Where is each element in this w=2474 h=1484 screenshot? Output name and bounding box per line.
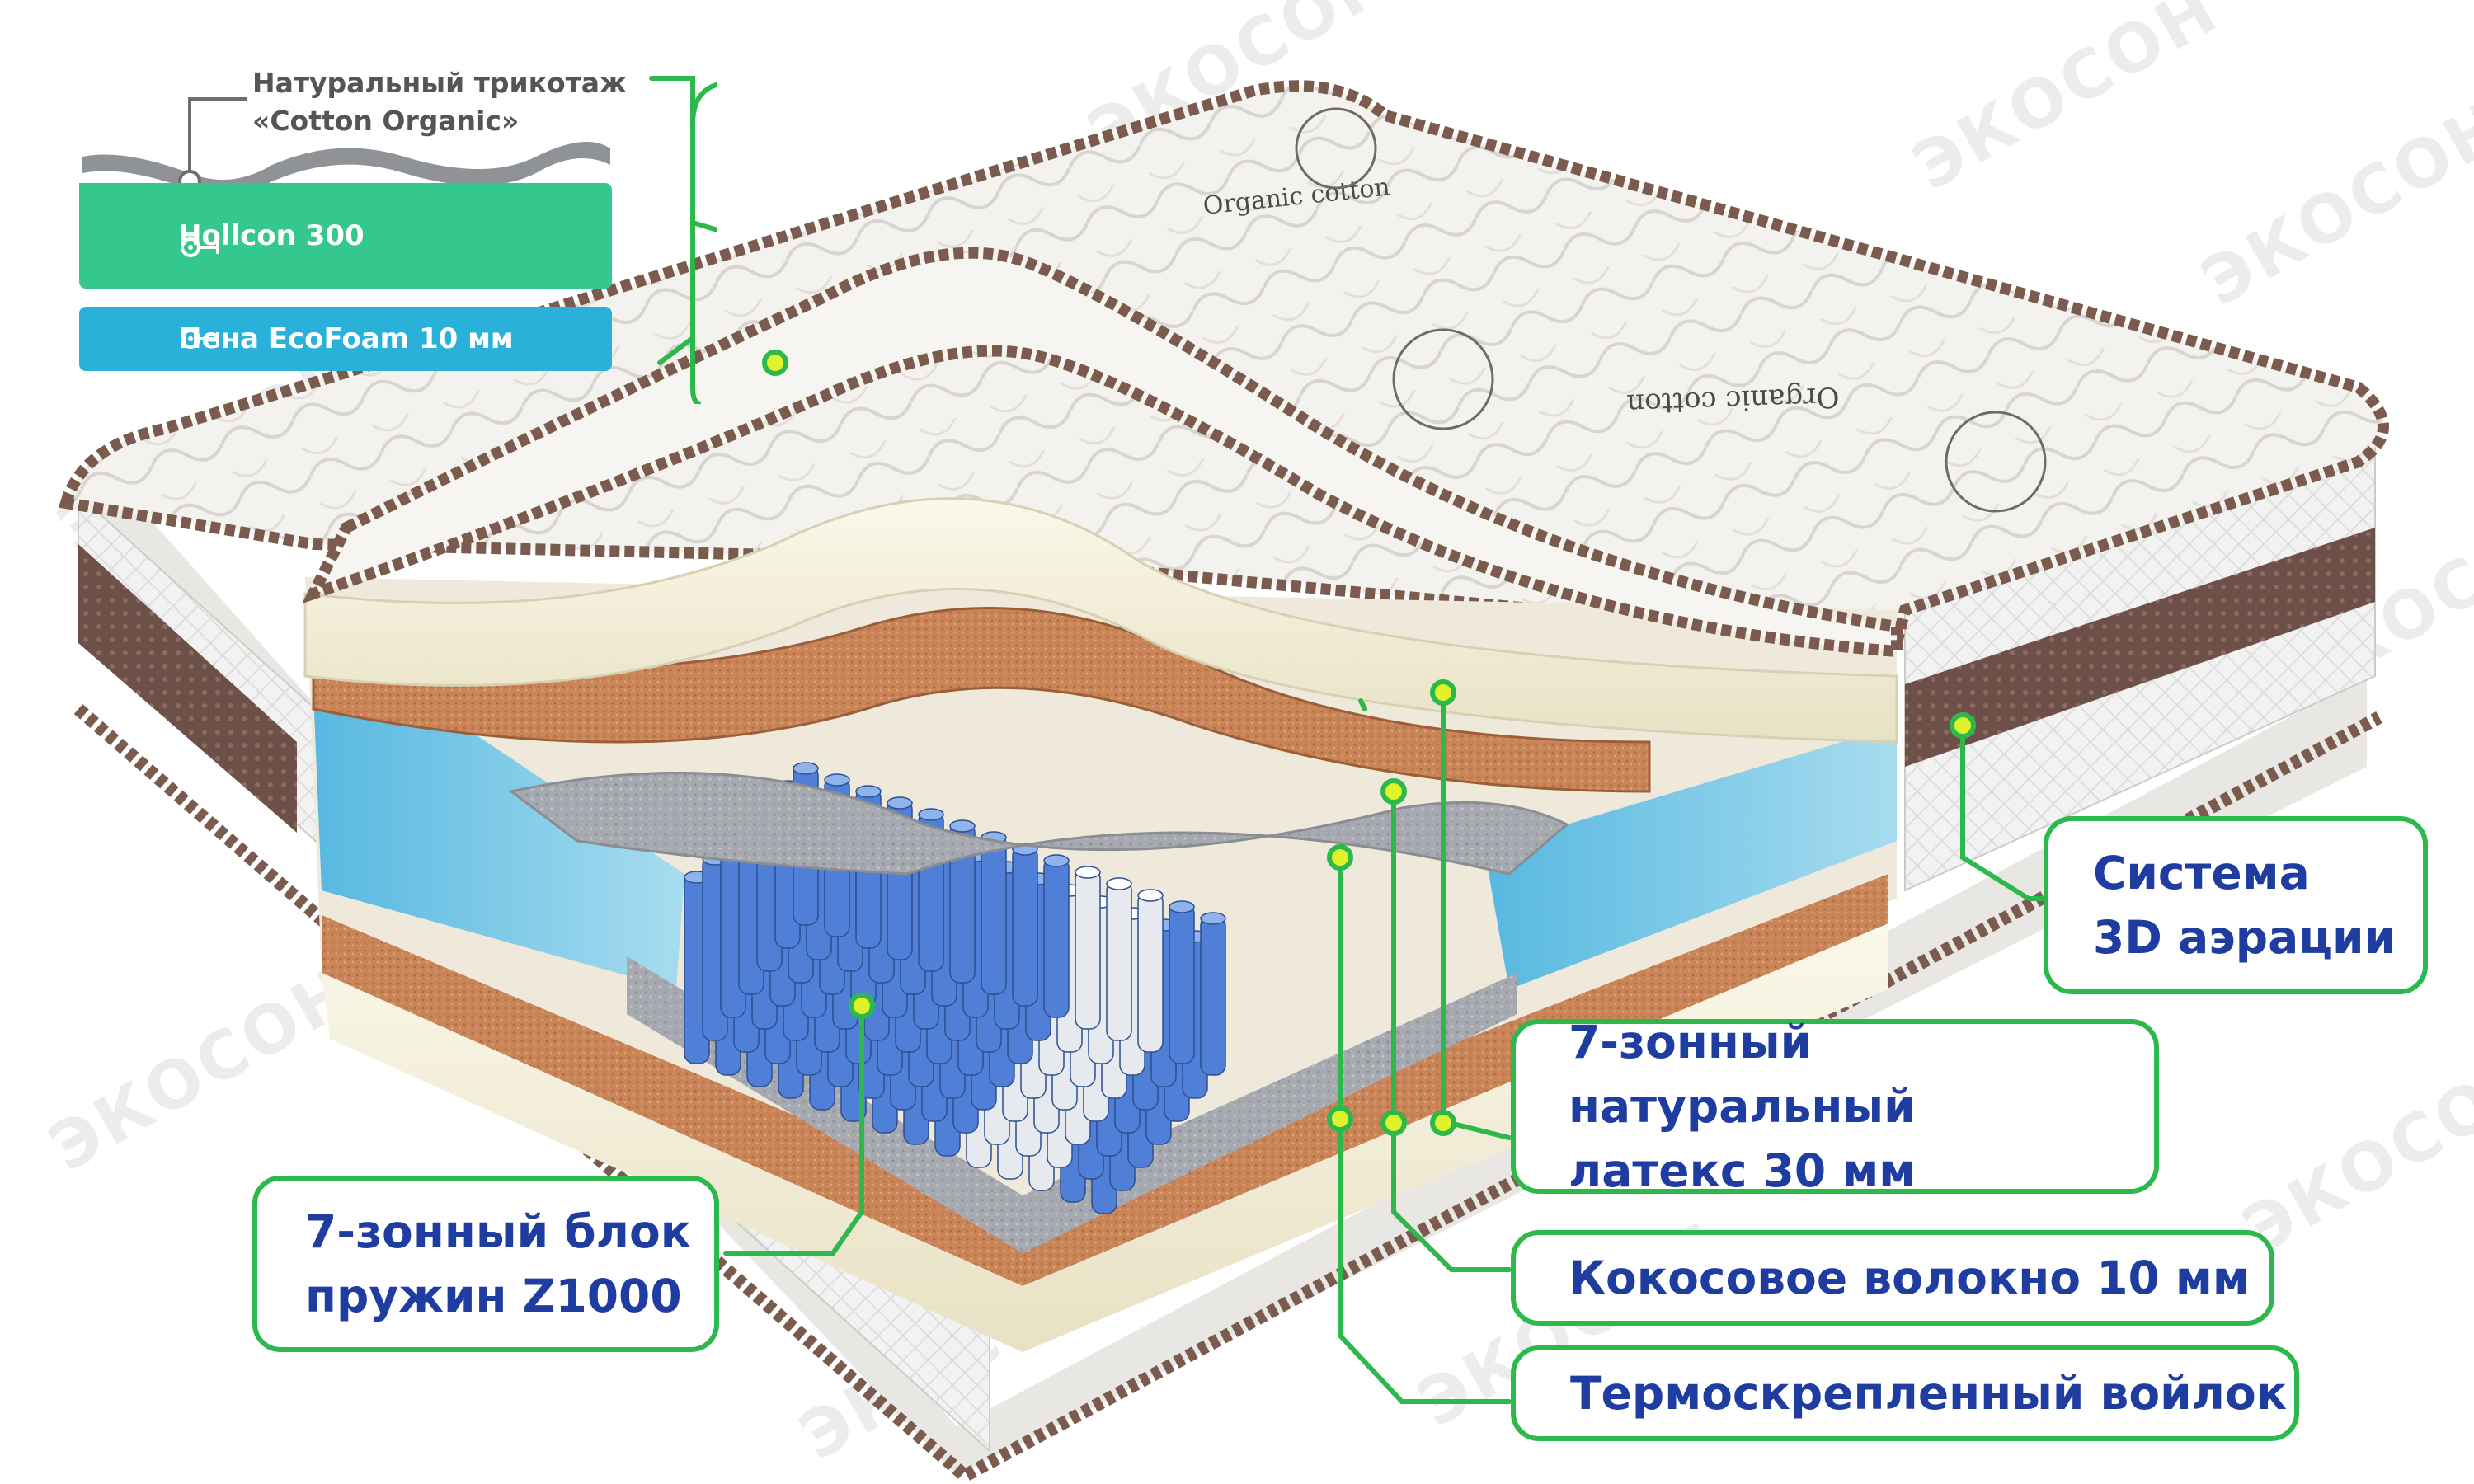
spring-coil-top [793,762,819,775]
legend-top-label: Натуральный трикотаж «Cotton Organic» [252,67,627,137]
spring-coil-top [1169,900,1195,913]
bullet-icon [181,329,219,349]
callout-latex-text: 7-зонный натуральный латекс 30 мм [1569,1016,1917,1197]
callout-springs: 7-зонный блок пружин Z1000 [252,1176,719,1352]
spring-coil-top [1137,889,1164,902]
spring-coil [981,834,1007,995]
callout-latex: 7-зонный натуральный латекс 30 мм [1511,1016,2159,1197]
callout-aeration: Система 3D аэрации [2044,816,2428,994]
spring-coil-top [1075,866,1101,879]
fabric-print: Organic cotton [1626,380,1840,420]
spring-coil [1012,845,1038,1007]
spring-coil [1137,891,1164,1053]
callout-aeration-text: Система 3D аэрации [2093,847,2396,964]
callout-coconut-text: Кокосовое волокно 10 мм [1569,1252,2250,1304]
callout-springs-text: 7-зонный блок пружин Z1000 [305,1205,692,1322]
spring-coil-top [1200,912,1226,925]
spring-coil-top [887,796,913,810]
spring-coil [1106,880,1132,1041]
spring-coil [1075,868,1101,1030]
bullet-icon [181,237,219,257]
callout-coconut: Кокосовое волокно 10 мм [1511,1230,2274,1326]
spring-coil [1169,903,1195,1064]
spring-coil [1043,857,1070,1018]
spring-coil [1200,914,1226,1076]
spring-coil-top [1106,877,1132,890]
legend-layer-label: Пена EcoFoam 10 мм [178,322,514,355]
callout-felt-text: Термоскрепленный войлок [1570,1367,2288,1420]
spring-coil-top [949,819,976,833]
spring-coil-top [855,785,882,798]
spring-coil-top [824,773,850,787]
legend-layer-hollcon: Hollcon 300 [79,183,612,289]
spring-coil-top [1043,854,1070,867]
spring-coil-top [918,808,944,821]
legend-layer-ecofoam: Пена EcoFoam 10 мм [79,307,612,371]
callout-felt: Термоскрепленный войлок [1511,1345,2299,1441]
